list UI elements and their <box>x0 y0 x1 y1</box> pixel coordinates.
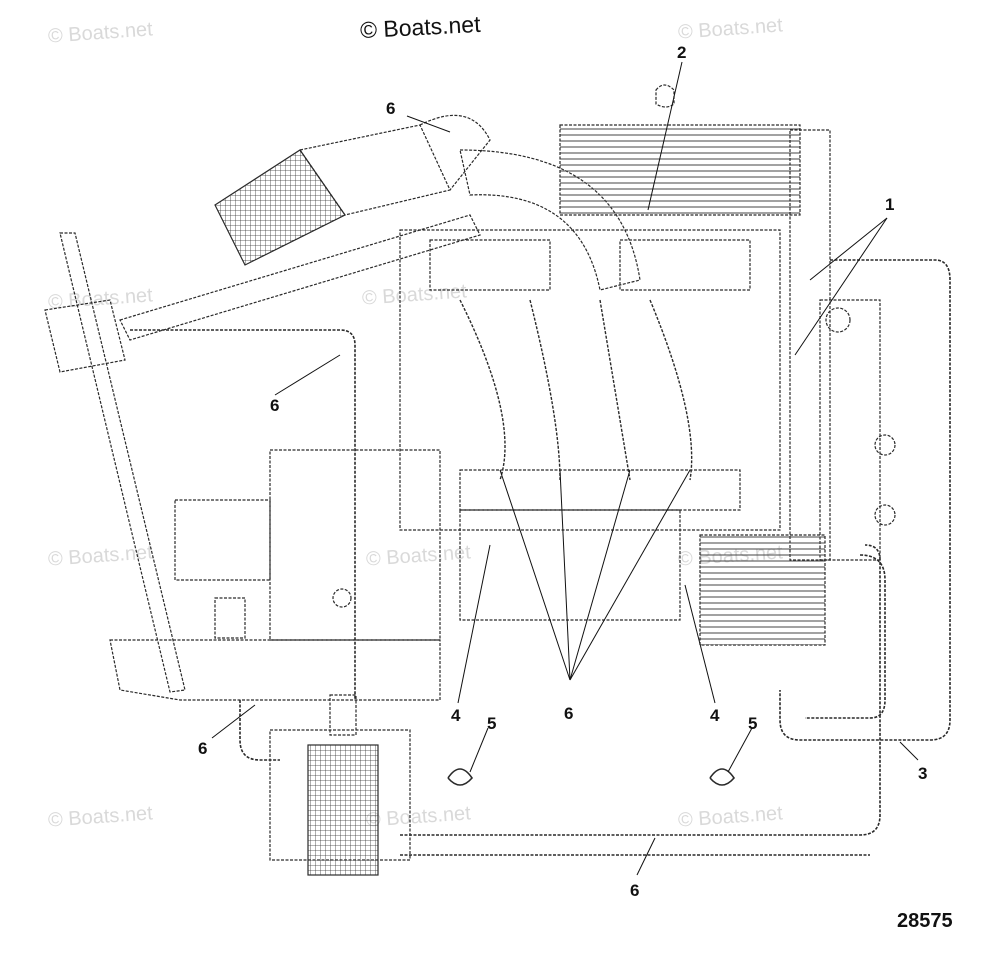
hose-loop-right <box>779 259 951 741</box>
exhaust-manifold-runners <box>459 299 693 481</box>
filter-canister <box>307 744 379 876</box>
callout-4: 4 <box>710 706 720 725</box>
sea-water-pump <box>825 307 851 333</box>
heat-exchanger <box>559 124 801 216</box>
callout-5: 5 <box>748 714 758 733</box>
engine-block <box>399 229 781 531</box>
hose-left-vertical <box>130 329 356 700</box>
callout-4: 4 <box>451 706 461 725</box>
engine-mount-rail <box>59 232 186 693</box>
air-filter-element <box>214 149 346 266</box>
hose-bottom-loop <box>400 544 881 836</box>
leader-lines <box>211 61 919 876</box>
engine-base-plate <box>109 639 441 701</box>
plug-fitting <box>655 84 675 108</box>
callout-1: 1 <box>885 195 895 214</box>
diagram-number: 28575 <box>897 910 953 932</box>
starter-motor <box>699 534 826 646</box>
callout-6: 6 <box>386 99 396 118</box>
callout-2: 2 <box>677 43 687 62</box>
callout-6: 6 <box>564 704 574 723</box>
callout-6: 6 <box>270 396 280 415</box>
callout-6: 6 <box>630 881 640 900</box>
callout-6: 6 <box>198 739 208 758</box>
hose-clamp <box>447 768 474 786</box>
hose-clamp <box>709 768 736 786</box>
callout-3: 3 <box>918 764 928 783</box>
callout-5: 5 <box>487 714 497 733</box>
intake-elbow <box>419 114 491 191</box>
